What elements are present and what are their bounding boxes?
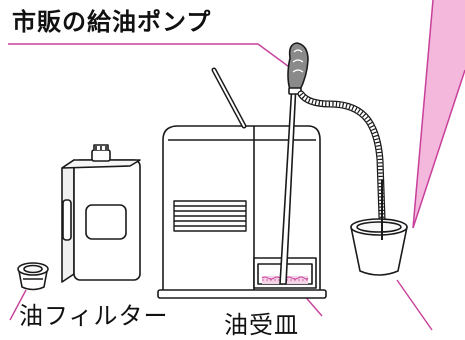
collection-cup-icon (350, 180, 408, 276)
heater-grille (173, 200, 247, 232)
kerosene-heater-icon (157, 125, 327, 299)
pump-label: 市販の給油ポンプ (12, 8, 212, 36)
heater-handle (211, 67, 247, 129)
filter-leader (9, 289, 27, 321)
pump-leader (8, 43, 297, 73)
oil-filter-label: 油フィルター (19, 302, 169, 330)
refuel-pump-icon (279, 42, 386, 285)
oil-tray-label: 油受皿 (224, 311, 299, 339)
magnify-callout (412, 0, 465, 229)
cup-leader (396, 279, 433, 331)
oil-filter-icon (17, 262, 49, 291)
kerosene-tank-icon (61, 144, 141, 283)
